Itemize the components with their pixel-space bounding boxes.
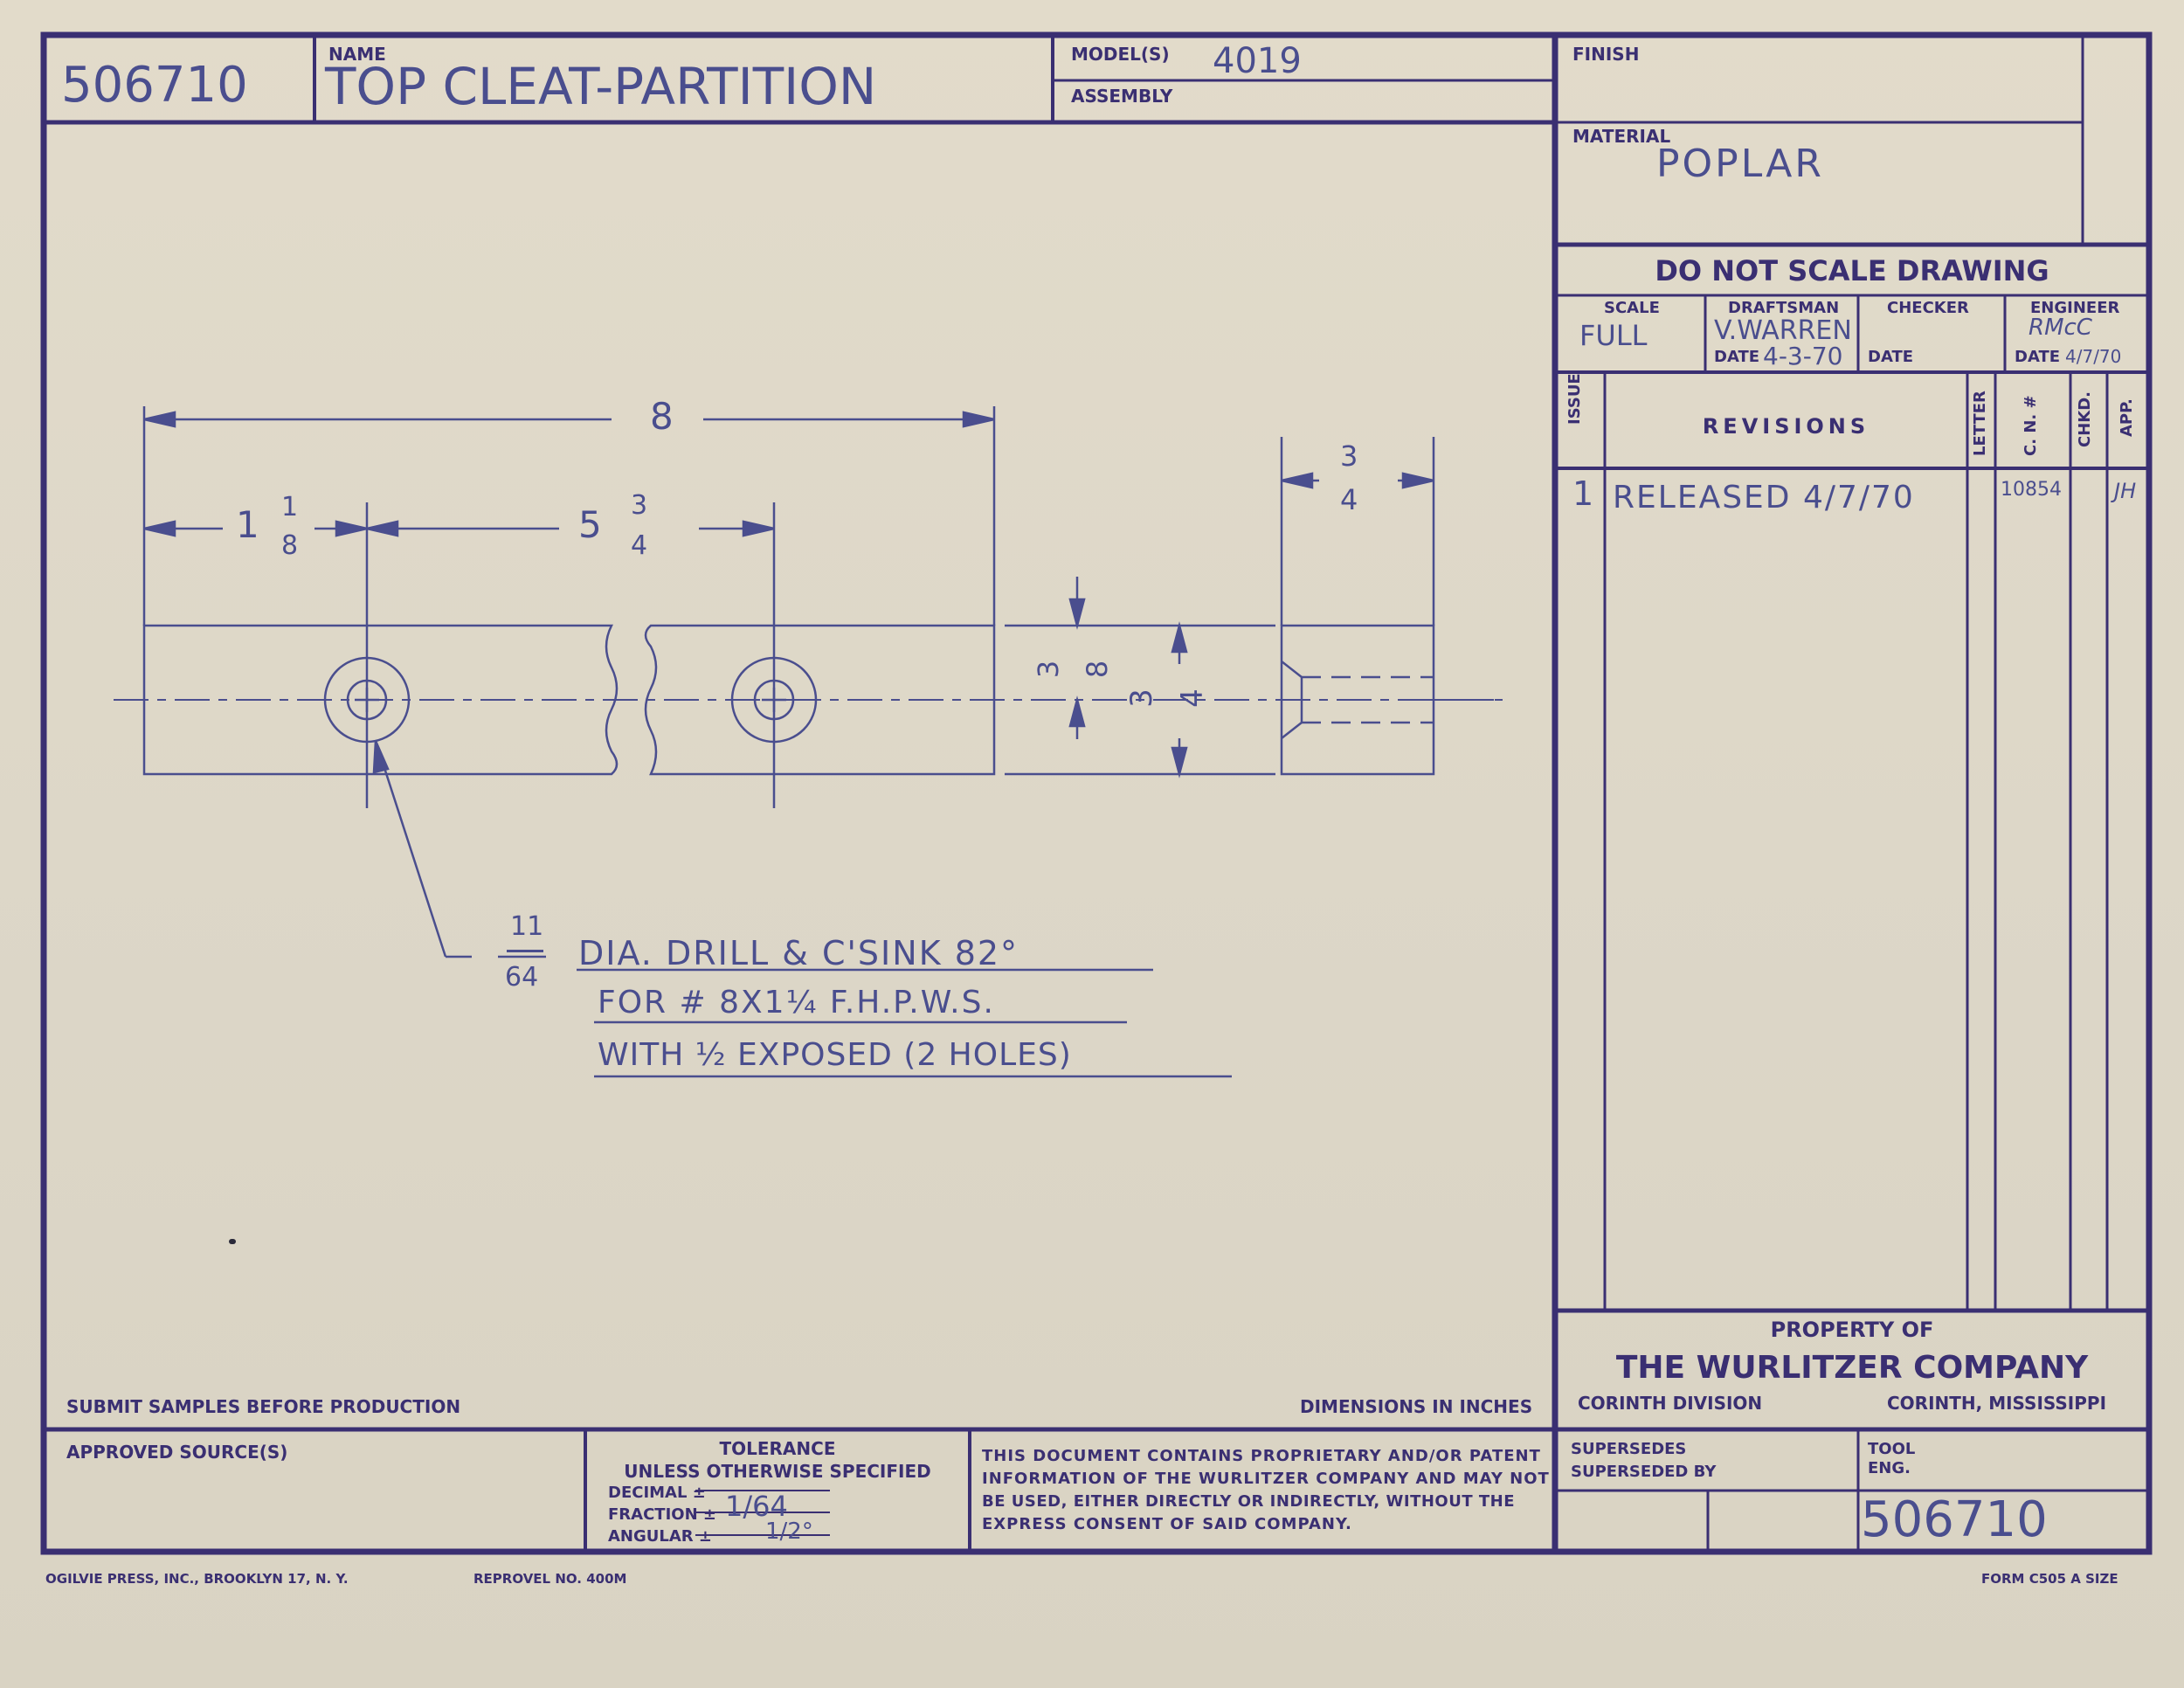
finish-label: FINISH bbox=[1572, 44, 1640, 65]
draftsman-date-label: DATE bbox=[1714, 348, 1760, 366]
part-drawing bbox=[114, 406, 1503, 1078]
checker-date-label: DATE bbox=[1868, 348, 1914, 366]
scale-value: FULL bbox=[1579, 319, 1648, 352]
engineer-label: ENGINEER bbox=[2030, 299, 2120, 317]
property-of-label: PROPERTY OF bbox=[1770, 1318, 1934, 1342]
angular-label: ANGULAR ± bbox=[608, 1527, 712, 1546]
dim-spacing-den: 4 bbox=[631, 530, 648, 561]
engineer-date: 4/7/70 bbox=[2065, 346, 2122, 367]
draftsman-value: V.WARREN bbox=[1714, 315, 1852, 346]
dim-end-width-den: 4 bbox=[1340, 483, 1358, 516]
assembly-label: ASSEMBLY bbox=[1071, 86, 1173, 107]
part-name: TOP CLEAT-PARTITION bbox=[325, 57, 877, 116]
note-line-3: WITH ½ EXPOSED (2 HOLES) bbox=[598, 1037, 1072, 1073]
approved-sources-label: APPROVED SOURCE(S) bbox=[66, 1442, 288, 1463]
issue-column-header: ISSUE bbox=[1565, 373, 1584, 425]
submit-samples-note: SUBMIT SAMPLES BEFORE PRODUCTION bbox=[66, 1396, 461, 1417]
angular-tolerance: 1/2° bbox=[765, 1519, 813, 1545]
engineer-date-label: DATE bbox=[2015, 348, 2061, 366]
eng-label: ENG. bbox=[1868, 1459, 1911, 1477]
note-dia-den: 64 bbox=[505, 962, 539, 993]
models-label: MODEL(S) bbox=[1071, 44, 1170, 65]
engineer-initials: RMcC bbox=[2028, 315, 2092, 341]
dim-height-num: 3 bbox=[1123, 688, 1159, 708]
note-fraction-bar bbox=[507, 950, 543, 952]
revision-issue: 1 bbox=[1572, 474, 1594, 513]
division-label: CORINTH DIVISION bbox=[1578, 1393, 1763, 1414]
dimensions-in-inches-note: DIMENSIONS IN INCHES bbox=[1300, 1396, 1533, 1417]
proprietary-line-3: BE USED, EITHER DIRECTLY OR INDIRECTLY, … bbox=[982, 1492, 1516, 1511]
reprovel-credit: REPROVEL NO. 400M bbox=[473, 1571, 627, 1587]
do-not-scale-heading: DO NOT SCALE DRAWING bbox=[1655, 254, 2049, 287]
dim-overall-length: 8 bbox=[650, 395, 674, 438]
printer-credit: OGILVIE PRESS, INC., BROOKLYN 17, N. Y. bbox=[45, 1571, 349, 1587]
location-label: CORINTH, MISSISSIPPI bbox=[1887, 1393, 2107, 1414]
material-value: POPLAR bbox=[1656, 142, 1824, 186]
chkd-column-header: CHKD. bbox=[2076, 391, 2094, 447]
stray-mark bbox=[229, 1239, 236, 1244]
dim-hole-height-den: 8 bbox=[1081, 660, 1115, 679]
part-number-header: 506710 bbox=[61, 57, 248, 114]
dim-first-hole-whole: 1 bbox=[236, 503, 259, 546]
proprietary-line-2: INFORMATION OF THE WURLITZER COMPANY AND… bbox=[982, 1470, 1550, 1488]
scale-label: SCALE bbox=[1604, 299, 1660, 317]
revision-approval: JH bbox=[2114, 479, 2137, 503]
draftsman-label: DRAFTSMAN bbox=[1728, 299, 1840, 317]
dim-end-width-num: 3 bbox=[1340, 439, 1358, 473]
revision-cn: 10854 bbox=[2001, 479, 2062, 501]
unless-specified-label: UNLESS OTHERWISE SPECIFIED bbox=[624, 1461, 931, 1482]
model-number: 4019 bbox=[1213, 41, 1302, 81]
tolerance-label: TOLERANCE bbox=[719, 1438, 836, 1459]
note-line-2: FOR # 8X1¼ F.H.P.W.S. bbox=[598, 985, 995, 1020]
decimal-label: DECIMAL ± bbox=[608, 1484, 706, 1502]
supersedes-label: SUPERSEDES bbox=[1571, 1440, 1687, 1458]
revision-text: RELEASED 4/7/70 bbox=[1613, 480, 1915, 515]
tool-label: TOOL bbox=[1868, 1440, 1916, 1458]
dim-spacing-whole: 5 bbox=[578, 503, 602, 546]
checker-label: CHECKER bbox=[1887, 299, 1969, 317]
app-column-header: APP. bbox=[2118, 398, 2136, 437]
company-name: THE WURLITZER COMPANY bbox=[1615, 1350, 2089, 1386]
note-dia-num: 11 bbox=[510, 911, 544, 942]
material-label: MATERIAL bbox=[1572, 126, 1671, 147]
footer-part-number: 506710 bbox=[1861, 1491, 2048, 1548]
note-line-1: DIA. DRILL & C'SINK 82° bbox=[578, 934, 1019, 972]
draftsman-date: 4-3-70 bbox=[1763, 342, 1843, 370]
name-label: NAME bbox=[328, 44, 386, 65]
revisions-heading: REVISIONS bbox=[1702, 414, 1870, 439]
form-credit: FORM C505 A SIZE bbox=[1981, 1571, 2118, 1587]
proprietary-line-4: EXPRESS CONSENT OF SAID COMPANY. bbox=[982, 1515, 1352, 1533]
dim-first-hole-num: 1 bbox=[281, 492, 299, 522]
cn-column-header: C. N. # bbox=[2022, 395, 2040, 456]
proprietary-line-1: THIS DOCUMENT CONTAINS PROPRIETARY AND/O… bbox=[982, 1447, 1541, 1465]
dim-hole-height-num: 3 bbox=[1032, 660, 1066, 679]
superseded-by-label: SUPERSEDED BY bbox=[1571, 1463, 1717, 1481]
fraction-tolerance: 1/64 bbox=[725, 1490, 788, 1523]
dim-first-hole-den: 8 bbox=[281, 530, 299, 561]
letter-column-header: LETTER bbox=[1971, 391, 1989, 456]
fraction-label: FRACTION ± bbox=[608, 1505, 716, 1524]
dim-height-den: 4 bbox=[1174, 688, 1210, 708]
dim-spacing-num: 3 bbox=[631, 490, 648, 521]
